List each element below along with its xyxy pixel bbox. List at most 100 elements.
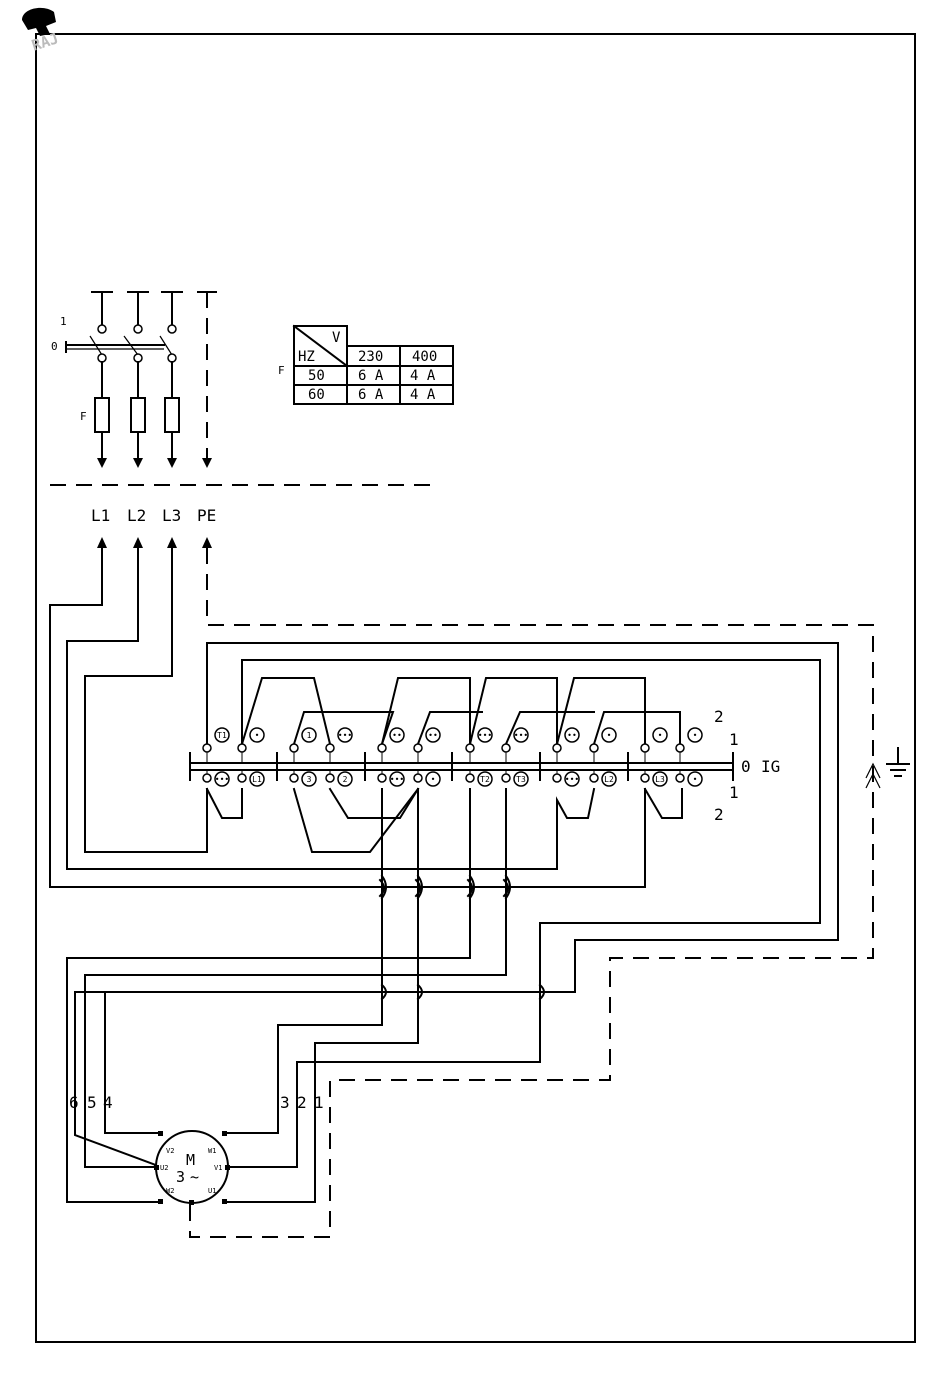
- motor-pin-w2: W2: [166, 1187, 174, 1195]
- table-60-400: 4 A: [410, 387, 436, 403]
- wire-6: 6: [69, 1093, 79, 1112]
- bottom-marker-label-12: •: [693, 775, 698, 784]
- bottom-contact-5: [378, 774, 386, 782]
- brand-logo: RAJ: [22, 8, 61, 55]
- top-marker-label-6: ••: [428, 731, 438, 740]
- wire-2: 2: [297, 1093, 307, 1112]
- top-marker-label-12: •: [693, 731, 698, 740]
- top-contact-2: [238, 744, 246, 752]
- table-50-400: 4 A: [410, 368, 436, 384]
- table-row-label: F: [278, 364, 285, 377]
- top-contact-11: [641, 744, 649, 752]
- bottom-contact-1: [203, 774, 211, 782]
- switch-pos-0: 0: [51, 340, 58, 353]
- bottom-contact-3: [290, 774, 298, 782]
- ig-lower-1: 1: [729, 783, 739, 802]
- top-contact-3: [290, 744, 298, 752]
- top-marker-label-9: ••: [567, 731, 577, 740]
- bottom-marker-label-2: L1: [252, 775, 262, 784]
- bottom-contact-4: [326, 774, 334, 782]
- top-contact-4: [326, 744, 334, 752]
- bottom-marker-label-5: •••: [390, 775, 404, 784]
- terminal-pe: PE: [197, 506, 216, 525]
- motor-symbol: M: [186, 1151, 195, 1169]
- top-contact-5: [378, 744, 386, 752]
- bottom-contact-6: [414, 774, 422, 782]
- top-marker-label-2: •: [255, 731, 260, 740]
- fuse-l2: [131, 398, 145, 432]
- switch-pos-1: 1: [60, 315, 67, 328]
- bottom-marker-label-1: •••: [215, 775, 229, 784]
- bottom-marker-label-10: L2: [604, 775, 614, 784]
- top-marker-label-10: •: [607, 731, 612, 740]
- bottom-marker-label-9: •••: [565, 775, 579, 784]
- table-50-230: 6 A: [358, 368, 384, 384]
- main-switch: 1 0 F: [51, 292, 216, 468]
- top-marker-label-5: ••: [392, 731, 402, 740]
- top-contact-6: [414, 744, 422, 752]
- table-volt-230: 230: [358, 349, 383, 365]
- top-marker-label-3: 1: [307, 731, 312, 740]
- motor-pin-v2: V2: [166, 1147, 174, 1155]
- top-contact-8: [502, 744, 510, 752]
- ig-upper-1: 1: [729, 730, 739, 749]
- logo-text: RAJ: [29, 29, 60, 54]
- table-corner-hz: HZ: [298, 349, 315, 365]
- motor-ac: ~: [190, 1168, 199, 1186]
- top-marker-label-11: •: [658, 731, 663, 740]
- table-hz-60: 60: [308, 387, 325, 403]
- top-marker-label-7: •••: [478, 731, 492, 740]
- bottom-contact-11: [641, 774, 649, 782]
- motor-pin-u2: U2: [160, 1164, 168, 1172]
- top-contact-1: [203, 744, 211, 752]
- bottom-contact-9: [553, 774, 561, 782]
- top-contact-12: [676, 744, 684, 752]
- table-corner-v: V: [332, 330, 341, 346]
- top-marker-label-8: •••: [514, 731, 528, 740]
- table-hz-50: 50: [308, 368, 325, 384]
- supply-terminals: L1 L2 L3 PE: [91, 506, 216, 548]
- fuse-l1: [95, 398, 109, 432]
- top-contact-9: [553, 744, 561, 752]
- motor-pin-v1: V1: [214, 1164, 222, 1172]
- motor: V2 W1 U2 V1 W2 U1 M 3 ~: [154, 1131, 230, 1205]
- ig-upper-2: 2: [714, 707, 724, 726]
- bottom-contact-12: [676, 774, 684, 782]
- bottom-marker-label-8: T3: [516, 775, 526, 784]
- terminal-l1: L1: [91, 506, 110, 525]
- ig-zero: 0: [741, 757, 751, 776]
- wire-4: 4: [103, 1093, 113, 1112]
- table-60-230: 6 A: [358, 387, 384, 403]
- wire-1: 1: [314, 1093, 324, 1112]
- bottom-marker-label-3: 3: [307, 775, 312, 784]
- wire-5: 5: [87, 1093, 97, 1112]
- fuse-label: F: [80, 410, 87, 423]
- bottom-marker-label-7: T2: [480, 775, 490, 784]
- fuse-l3: [165, 398, 179, 432]
- wire-numbers: 6 5 4 3 2 1: [69, 1093, 324, 1112]
- cam-switch-ig: 0 IG 1 2 1 2 T1•1•••••••••••••••••• •••L…: [190, 707, 780, 824]
- top-marker-label-1: T1: [217, 731, 227, 740]
- top-marker-label-4: •••: [338, 731, 352, 740]
- ig-name: IG: [761, 757, 780, 776]
- top-contact-10: [590, 744, 598, 752]
- bottom-marker-label-11: L3: [655, 775, 665, 784]
- ig-lower-2: 2: [714, 805, 724, 824]
- wire-3: 3: [280, 1093, 290, 1112]
- bottom-contact-2: [238, 774, 246, 782]
- wiring: [50, 548, 873, 1237]
- fuse-table: V HZ F 230 400 50 6 A 4 A 60 6 A 4 A: [278, 326, 453, 404]
- bottom-contact-10: [590, 774, 598, 782]
- table-volt-400: 400: [412, 349, 437, 365]
- bottom-contact-7: [466, 774, 474, 782]
- motor-phases: 3: [176, 1168, 185, 1186]
- terminal-l3: L3: [162, 506, 181, 525]
- motor-pin-w1: W1: [208, 1147, 216, 1155]
- terminal-l2: L2: [127, 506, 146, 525]
- bottom-contact-8: [502, 774, 510, 782]
- bottom-marker-label-6: •: [431, 775, 436, 784]
- motor-pin-u1: U1: [208, 1187, 216, 1195]
- top-contact-7: [466, 744, 474, 752]
- bottom-marker-label-4: 2: [343, 775, 348, 784]
